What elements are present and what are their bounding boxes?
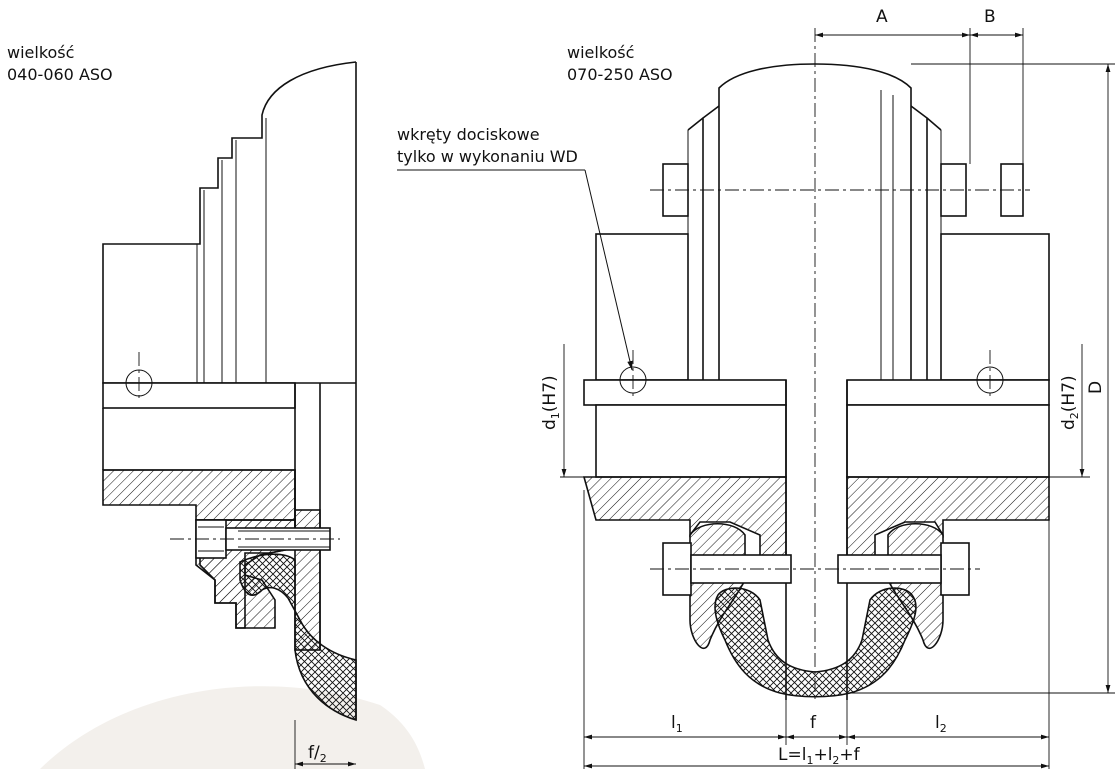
dim-f-half-label: f/2 (308, 743, 327, 765)
dim-l2-label: l2 (935, 713, 947, 735)
dim-d2-label: d2(H7) (1059, 375, 1081, 430)
left-coupling-view: f/2 (102, 61, 357, 770)
right-coupling-view (582, 28, 1050, 700)
right-caption-line1: wielkość (567, 43, 634, 62)
dim-L-label: L=l1+l2+f (778, 745, 861, 767)
dim-A-label: A (876, 7, 888, 27)
dim-d1-label: d1(H7) (540, 375, 562, 430)
dim-l1-label: l1 (671, 713, 683, 735)
watermark-shape (40, 686, 425, 769)
dim-f-label: f (810, 713, 817, 733)
left-caption-line2: 040-060 ASO (7, 65, 113, 84)
callout-leader (584, 169, 633, 371)
dimensions: A B D d1(H7) d2(H7) l1 f l2 L=l1+l2+f (540, 7, 1115, 769)
left-caption-line1: wielkość (7, 43, 74, 62)
callout-line2: tylko w wykonaniu WD (397, 147, 578, 166)
callout-line1: wkręty dociskowe (397, 125, 540, 144)
dim-D-label: D (1086, 381, 1106, 394)
right-caption-line2: 070-250 ASO (567, 65, 673, 84)
dim-B-label: B (984, 7, 996, 27)
